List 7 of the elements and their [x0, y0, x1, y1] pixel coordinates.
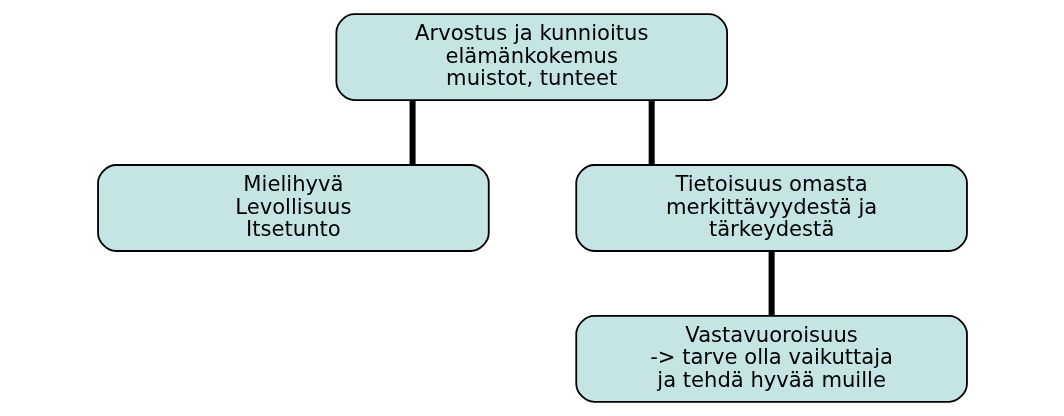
node-box: Vastavuoroisuus -> tarve olla vaikuttaja ja tehdä hyvää muille [574, 314, 968, 403]
node-box: Tietoisuus omasta merkittävyydestä ja tärkeydestä [574, 164, 968, 252]
node-box: Arvostus ja kunnioitus elämänkokemus muistot, tunteet [335, 13, 728, 102]
connector [768, 251, 775, 316]
connector [409, 100, 416, 165]
connector [648, 100, 655, 165]
node-box: Mielihyvä Levollisuus Itsetunto [96, 164, 490, 252]
